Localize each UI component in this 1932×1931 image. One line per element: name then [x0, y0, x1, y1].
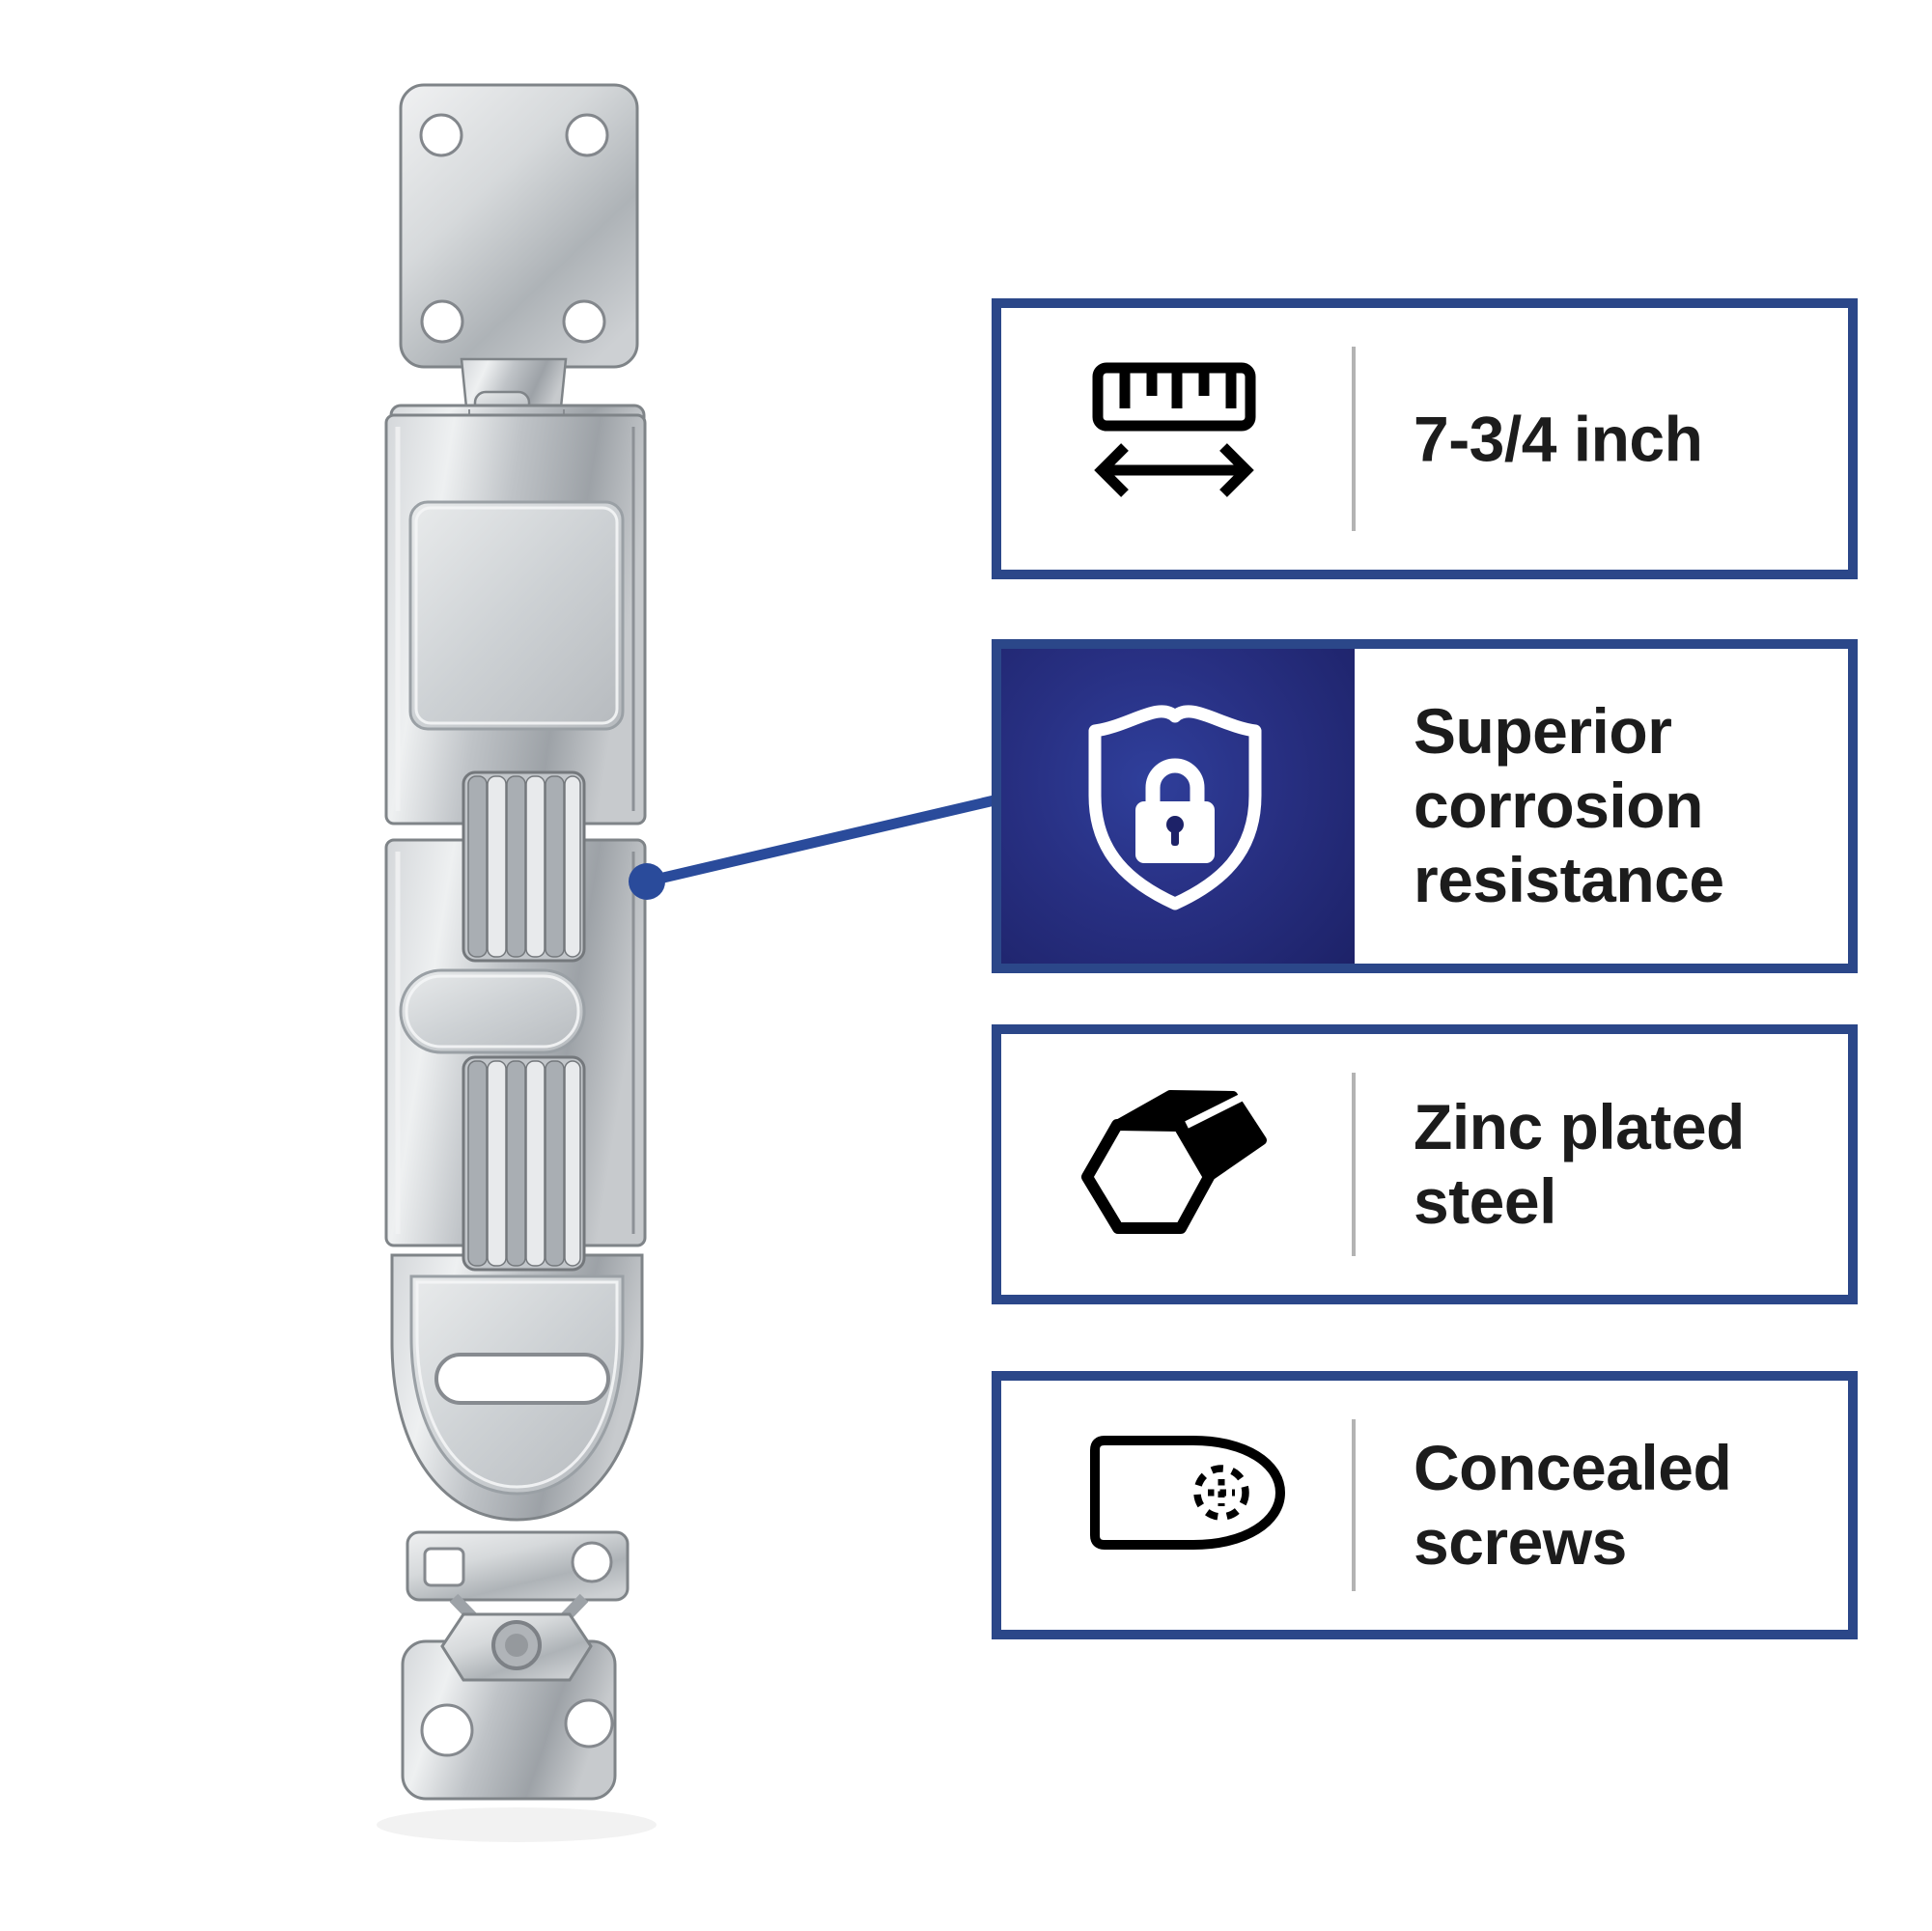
hasp-accordion-hinge-lower [462, 1055, 586, 1272]
round-hole [571, 1541, 613, 1583]
product-photo-hasp [280, 58, 686, 1873]
screw-hole [420, 299, 464, 344]
feature-box-length: 7-3/4 inch [992, 298, 1858, 579]
feature-box-screws: Concealed screws [992, 1371, 1858, 1639]
hasp-illustration [377, 83, 657, 1842]
concealed-screws-icon [1090, 1436, 1285, 1550]
product-shadow [377, 1807, 657, 1842]
highlight-panel [1001, 649, 1355, 964]
feature-label: Zinc plated steel [1414, 1090, 1745, 1237]
feature-label: Superior corrosion resistance [1414, 695, 1724, 916]
feature-icon-slot [1001, 308, 1355, 570]
feature-label: Concealed screws [1414, 1431, 1732, 1578]
feature-box-corrosion: Superior corrosion resistance [992, 639, 1858, 973]
screw-hole [419, 113, 463, 157]
screw-hole [562, 299, 606, 344]
screw-hole [420, 1703, 474, 1757]
shield-lock-icon [1088, 705, 1262, 910]
screw-hole [564, 1698, 614, 1749]
padlock-slot [434, 1353, 610, 1405]
feature-icon-slot [1001, 1381, 1355, 1630]
hasp-staple-bracket [401, 1593, 617, 1801]
hasp-staple-bar [406, 1530, 630, 1602]
divider [1352, 1073, 1356, 1256]
square-hole [423, 1547, 465, 1587]
hex-steel-icon [1081, 1090, 1267, 1234]
hasp-top-plate [399, 83, 639, 419]
feature-label: 7-3/4 inch [1414, 402, 1703, 474]
callout-line [645, 794, 1000, 887]
divider [1352, 347, 1356, 531]
feature-box-material: Zinc plated steel [992, 1024, 1858, 1304]
divider [1352, 1419, 1356, 1591]
feature-icon-slot [1001, 1034, 1355, 1295]
screw-hole [565, 113, 609, 157]
hasp-leaf-upper [384, 413, 647, 826]
hasp-accordion-hinge-upper [462, 770, 586, 963]
ruler-icon [1092, 362, 1256, 497]
hasp-leaf-bottom [390, 1253, 644, 1522]
